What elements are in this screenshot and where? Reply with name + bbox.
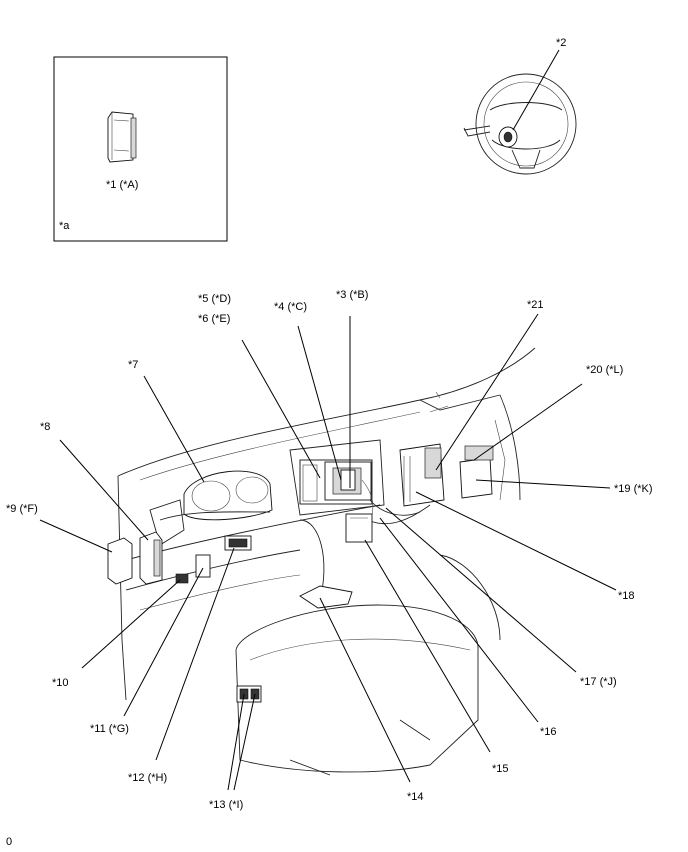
label-15: *15 <box>492 763 509 775</box>
module-10-icon <box>175 573 189 584</box>
label-4: *4 (*C) <box>274 301 307 313</box>
label-16: *16 <box>540 726 557 738</box>
label-17: *17 (*J) <box>580 676 617 688</box>
label-19: *19 (*K) <box>614 483 653 495</box>
label-21: *21 <box>527 299 544 311</box>
label-9: *9 (*F) <box>6 503 38 515</box>
label-10: *10 <box>52 677 69 689</box>
module-8-icon <box>139 531 163 585</box>
ecu-module-icon <box>107 111 137 163</box>
label-7: *7 <box>128 359 138 371</box>
seat-switch-13-icon <box>236 685 262 703</box>
label-12: *12 (*H) <box>128 772 167 784</box>
ecu-3-icon <box>340 469 356 491</box>
label-a: *a <box>59 220 70 232</box>
label-3: *3 (*B) <box>336 289 368 301</box>
combination-meter-icon <box>183 470 273 521</box>
module-12-icon <box>224 535 252 551</box>
leader-lines <box>39 313 617 791</box>
label-1: *1 (*A) <box>106 179 138 191</box>
callout-labels: *5 (*D) *6 (*E) *4 (*C) *3 (*B) *21 *7 *… <box>6 289 653 811</box>
label-8: *8 <box>40 421 50 433</box>
module-9-icon <box>107 537 133 585</box>
module-15-icon <box>345 513 373 543</box>
spiral-cable-icon <box>498 126 518 148</box>
dashboard-drawing <box>107 347 536 776</box>
footer-code: 0 <box>6 836 13 848</box>
label-18: *18 <box>618 590 635 602</box>
module-11-icon <box>195 554 211 578</box>
inset-box: *1 (*A) *a <box>53 56 228 242</box>
label-11: *11 (*G) <box>90 723 129 735</box>
module-14-icon <box>299 585 353 609</box>
label-5: *5 (*D) <box>198 293 231 305</box>
label-6: *6 (*E) <box>198 313 230 325</box>
label-13: *13 (*I) <box>209 799 243 811</box>
module-21-icon <box>399 443 445 507</box>
label-20: *20 (*L) <box>586 364 623 376</box>
label-2: *2 <box>556 37 566 49</box>
label-14: *14 <box>407 791 424 803</box>
steering-wheel-drawing: *2 <box>463 37 577 175</box>
module-19-icon <box>459 445 494 499</box>
